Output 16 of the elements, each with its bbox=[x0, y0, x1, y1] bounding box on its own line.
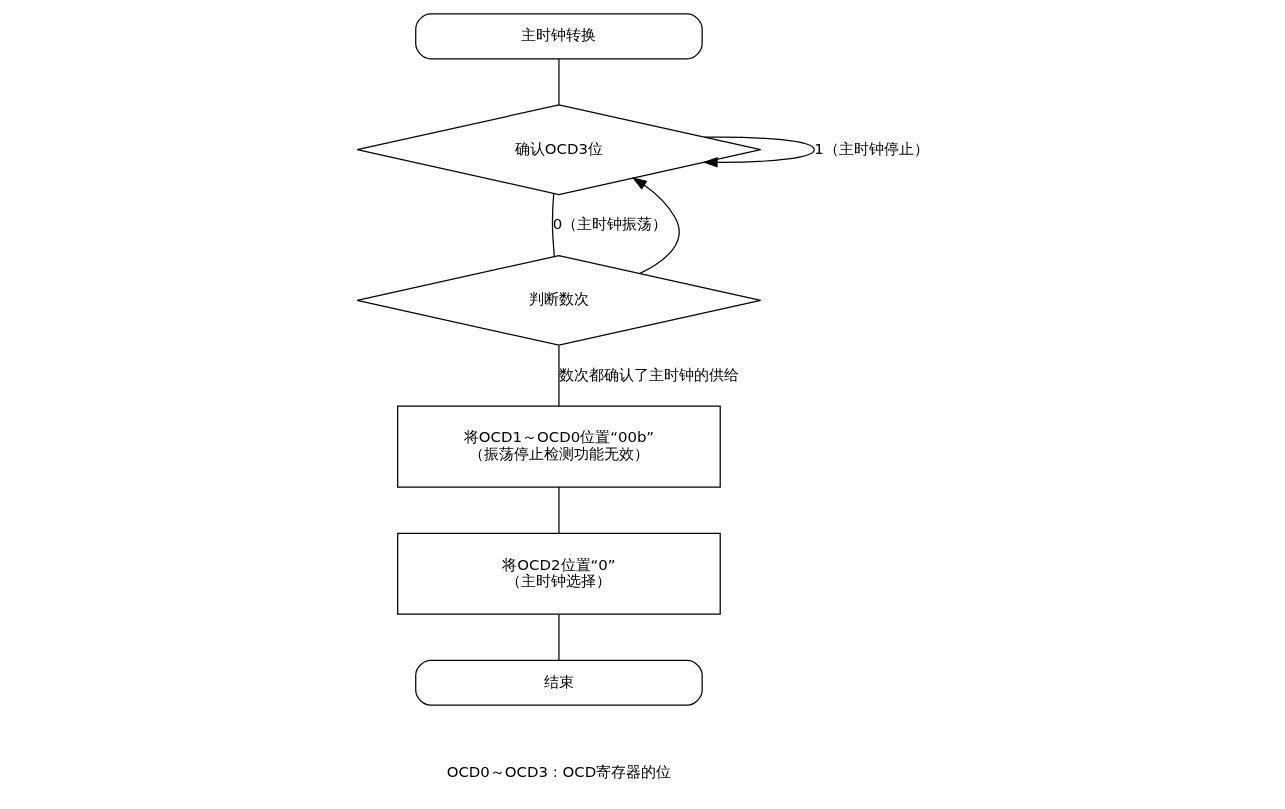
edge-label: 0（主时钟振荡） bbox=[552, 214, 667, 233]
arrow bbox=[702, 136, 815, 168]
node-box: 将OCD1～OCD0位置“00b” （振荡停止检测功能无效） bbox=[396, 405, 721, 488]
connector bbox=[557, 486, 560, 534]
label: OCD0～OCD3 : OCD寄存器的位 bbox=[446, 762, 671, 781]
node-box: 结束 bbox=[414, 659, 703, 706]
node-diamond: 判断数次 bbox=[356, 254, 761, 346]
connector bbox=[557, 57, 560, 105]
connector bbox=[557, 344, 560, 407]
edge-label: 1（主时钟停止） bbox=[813, 139, 929, 158]
connector bbox=[557, 613, 560, 661]
arrow bbox=[631, 176, 680, 274]
connector bbox=[551, 192, 555, 257]
node-diamond: 确认OCD3位 bbox=[356, 103, 761, 195]
node-box: 将OCD2位置“0” （主时钟选择） bbox=[396, 532, 721, 615]
node-box: 主时钟转换 bbox=[414, 12, 703, 59]
